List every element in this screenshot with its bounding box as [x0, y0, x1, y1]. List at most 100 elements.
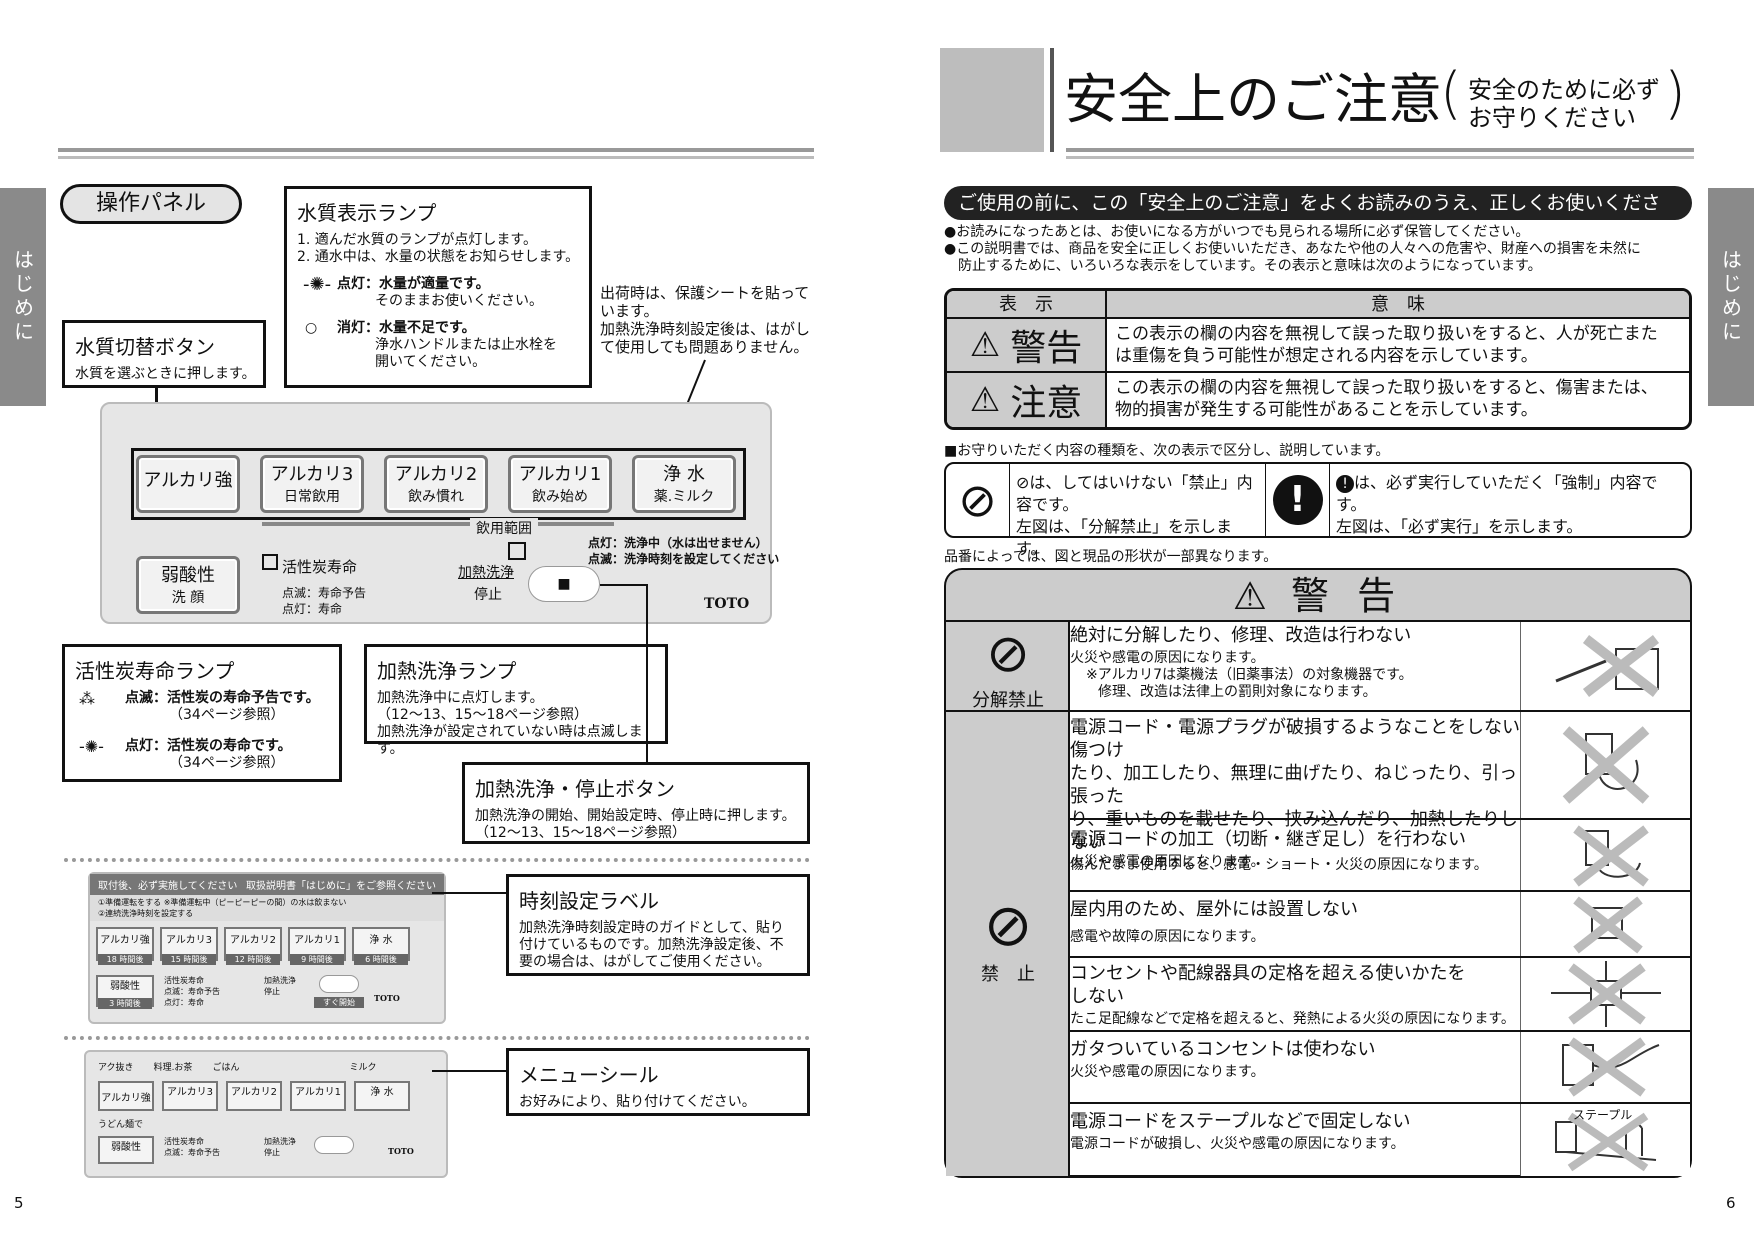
lamp-off-icon: ○: [305, 320, 318, 336]
mandatory-icon: !: [1272, 475, 1323, 525]
off-text-2: 浄水ハンドルまたは止水栓を: [375, 337, 557, 353]
warning-header: ⚠ 警 告: [946, 570, 1690, 622]
title-bar: [1050, 48, 1054, 152]
mini-heat-button: [319, 975, 359, 993]
brand-logo: TOTO: [704, 596, 750, 612]
on-label: 点灯: [337, 276, 365, 292]
heat-lamp-callout: 加熱洗浄ランプ 加熱洗浄中に点灯します。 （12〜13、15〜18ページ参照） …: [364, 644, 668, 757]
warning-icon-column: [946, 622, 1070, 1176]
mini-heat: 加熱洗浄: [264, 976, 296, 985]
title-rule-2: [1066, 156, 1694, 159]
mini-carbon-blink: 点滅：寿命予告: [164, 1148, 220, 1157]
row-divider: [1070, 1102, 1690, 1104]
warning-row-sub: 火災や感電の原因になります。: [1070, 650, 1265, 666]
bullet: ●この説明書では、商品を安全に正しくお使いいただき、あなたや他の人々への危害や、…: [944, 241, 1641, 257]
warning-label: 警告: [1010, 328, 1083, 369]
shipping-note: 出荷時は、保護シートを貼って います。 加熱洗浄時刻設定後は、はがし て使用して…: [600, 284, 814, 356]
time-label-panel: 取付後、必ず実施してください 取扱説明書「はじめに」をご参照ください ①準備運転…: [88, 872, 446, 1024]
mini-tag: 15 時間後: [162, 954, 216, 965]
warning-row-sub: 感電や故障の原因になります。: [1070, 929, 1265, 945]
heat-wash-label: 加熱洗浄: [458, 565, 514, 581]
mini-btn-label: 浄 水: [370, 1087, 394, 1098]
warning-row-title: ガタついているコンセントは使わない: [1070, 1039, 1376, 1060]
mini-btn-label: 弱酸性: [110, 981, 140, 992]
mini-note: ①準備運転をする ※準備運転中（ピーピーピーの間）の水は飲まない: [98, 898, 347, 907]
blink-ref: （34ページ参照）: [169, 707, 285, 723]
btn-sub: 日常飲用: [284, 489, 340, 505]
mini-stop: 停止: [264, 1148, 280, 1157]
mini-btn: アルカリ3: [162, 1081, 218, 1111]
drink-range-frame: [131, 448, 746, 520]
mini-tag: 3 時間後: [98, 998, 152, 1009]
page-title: 安全上のご注意: [1064, 68, 1442, 131]
warning-row: コンセントや配線器具の定格を超える使いかたを しない たこ足配線などで定格を超え…: [1070, 962, 1520, 1028]
mini-heat: 加熱洗浄: [264, 1137, 296, 1146]
time-label-line: 付けているものです。加熱洗浄設定後、不: [519, 937, 784, 953]
side-tab-right: はじめに: [1708, 188, 1754, 406]
disassembly-label: 分解禁止: [972, 690, 1044, 711]
mini-carbon: 活性炭寿命: [164, 976, 204, 985]
page-number: 6: [1726, 1194, 1736, 1212]
menu-seal-text: お好みにより、貼り付けてください。: [519, 1094, 756, 1110]
warning-title: 警 告: [1290, 574, 1404, 618]
mini-btn: 弱酸性 3 時間後: [96, 975, 154, 1009]
page-number: 5: [14, 1194, 24, 1212]
on-ref: （34ページ参照）: [169, 755, 285, 771]
mini-btn-label: アルカリ1: [295, 1087, 341, 1098]
mini-btn: 浄 水: [354, 1081, 410, 1111]
caution-triangle-icon: ⚠: [969, 380, 1001, 420]
prohibit-cell: ⊘ 禁 止: [946, 890, 1070, 986]
time-label-title: 時刻設定ラベル: [519, 889, 659, 913]
heat-lamp-line: （12〜13、15〜18ページ参照）: [377, 707, 588, 723]
btn-sub: 飲み始め: [532, 489, 588, 505]
prohibit-text: は、してはいけない「禁止」内容です。: [1016, 473, 1253, 514]
row-divider: [1070, 1030, 1690, 1032]
range-bar: [262, 522, 614, 526]
dotted-divider: [64, 858, 810, 862]
menu-item: アク抜き: [98, 1063, 134, 1073]
btn-alkali-3[interactable]: アルカリ3 日常飲用: [260, 455, 364, 513]
btn-purified[interactable]: 浄 水薬.ミルク: [632, 455, 736, 513]
warning-row-sub: ※アルカリ7は薬機法（旧薬事法）の対象機器です。: [1086, 667, 1413, 683]
warning-row: 電源コードの加工（切断・継ぎ足し）を行わない 火災や感電の原因になります。: [1070, 828, 1520, 871]
side-tab-left: はじめに: [0, 188, 46, 406]
carbon-blink: 点滅：寿命予告: [282, 586, 367, 600]
mini-tag: 18 時間後: [98, 954, 152, 965]
shipping-line: 出荷時は、保護シートを貼って: [600, 284, 810, 302]
leader-line: [432, 892, 506, 894]
time-label-line: 加熱洗浄時刻設定時のガイドとして、貼り: [519, 920, 784, 936]
mandatory-text-2: 左図は、「必ず実行」を示します。: [1336, 517, 1583, 536]
prohibit-icon: ⊘: [983, 891, 1033, 959]
mandatory-mini-icon: !: [1336, 475, 1354, 493]
heat-button-callout: 加熱洗浄・停止ボタン 加熱洗浄の開始、開始設定時、停止時に押します。 （12〜1…: [462, 762, 810, 844]
carbon-lamp-indicator: [262, 554, 278, 570]
leader-line: [685, 359, 706, 407]
lamp-on-icon: -✺-: [79, 737, 104, 756]
mini-carbon-on: 点灯：寿命: [164, 998, 204, 1007]
off-label: 消灯: [337, 320, 365, 336]
heat-stop-button[interactable]: ■: [528, 566, 600, 602]
btn-weak-acid[interactable]: 弱酸性洗 顔: [136, 556, 240, 614]
mini-carbon: 活性炭寿命: [164, 1137, 204, 1146]
mini-carbon-blink: 点滅：寿命予告: [164, 987, 220, 996]
row-divider: [1070, 890, 1690, 892]
warning-triangle-icon: ⚠: [1232, 574, 1275, 618]
mini-btn: 弱酸性: [98, 1136, 154, 1164]
on-text: ：水量が適量です。: [365, 276, 490, 292]
panel-title: 操作パネル: [60, 184, 242, 224]
btn-alkali-strong[interactable]: アルカリ強: [136, 455, 240, 513]
prohibit-symbol-icon: ⊘: [946, 464, 1010, 536]
mini-tag: 12 時間後: [226, 954, 280, 965]
mini-btn: アルカリ1: [290, 1081, 346, 1111]
heat-btn-title: 加熱洗浄・停止ボタン: [475, 777, 675, 801]
notice-banner: ご使用の前に、この「安全上のご注意」をよくお読みのうえ、正しくお使いください。: [944, 186, 1692, 248]
warning-row-title: コンセントや配線器具の定格を超える使いかたを: [1070, 963, 1466, 984]
btn-label: アルカリ3: [270, 464, 354, 485]
heat-lamp-line: 加熱洗浄が設定されていない時は点滅します。: [377, 724, 643, 757]
staple-label: ステープル: [1573, 1108, 1633, 1122]
